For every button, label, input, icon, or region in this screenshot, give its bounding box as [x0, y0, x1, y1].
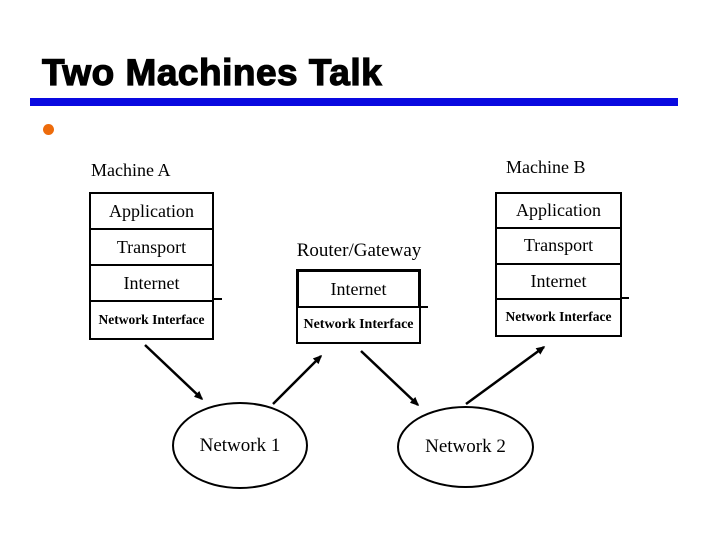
network-2-ellipse: Network 2: [397, 406, 534, 488]
divider-tick-router: [421, 306, 428, 308]
machine-a-stack: Application Transport Internet Network I…: [89, 192, 214, 340]
network-1-label: Network 1: [199, 434, 281, 456]
router-layer-network-interface: Network Interface: [296, 306, 421, 344]
title-underline: [30, 98, 678, 106]
divider-tick-machine-a: [214, 298, 222, 300]
network-1-ellipse: Network 1: [172, 402, 308, 489]
network-2-label: Network 2: [425, 436, 506, 457]
slide-title: Two Machines Talk: [41, 52, 383, 93]
machine-b-layer-network-interface: Network Interface: [505, 309, 612, 325]
machine-b-layer-transport: Transport: [497, 229, 620, 265]
arrow-network-1-to-router: [272, 354, 323, 405]
divider-tick-machine-b: [622, 297, 629, 299]
machine-b-layer-internet: Internet: [497, 265, 620, 300]
arrow-network-2-to-machine-b: [465, 345, 546, 406]
machine-a-label: Machine A: [91, 160, 171, 180]
machine-b-stack: Application Transport Internet Network I…: [495, 192, 622, 337]
router-layer-internet: Internet: [296, 269, 421, 309]
machine-b-layer-application: Application: [497, 194, 620, 230]
machine-a-layer-network-interface: Network Interface: [98, 312, 205, 327]
arrow-machine-a-to-network-1: [144, 344, 204, 401]
arrow-router-to-network-2: [360, 350, 420, 407]
machine-a-layer-application: Application: [91, 194, 212, 230]
bullet-dot: [43, 124, 54, 135]
machine-b-label: Machine B: [506, 157, 586, 177]
router-label: Router/Gateway: [296, 240, 422, 261]
machine-a-layer-transport: Transport: [91, 230, 212, 266]
machine-a-layer-internet: Internet: [91, 266, 212, 302]
